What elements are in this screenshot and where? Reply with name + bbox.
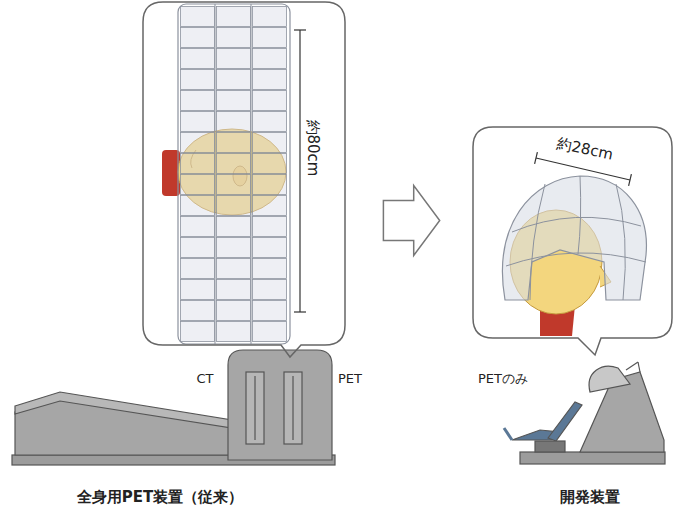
callout-bubble: 約80cm	[143, 2, 345, 345]
dimension-text: 約28cm	[555, 134, 614, 163]
helmet-figure	[503, 176, 647, 336]
caption-label: 全身用PET装置（従来）	[77, 488, 243, 506]
bubble-outline	[473, 127, 676, 368]
part-label: PET	[338, 371, 362, 387]
bubble-shape	[473, 127, 672, 355]
bubble-shape	[143, 2, 345, 357]
callout-bubble: 約28cm	[473, 127, 672, 338]
part-label: PETのみ	[478, 371, 528, 387]
helmet-pet-device	[504, 362, 665, 464]
detector-ring	[178, 4, 290, 344]
pet-ct-scanner	[12, 350, 335, 465]
part-label: CT	[196, 371, 213, 387]
caption-label: 開発装置	[560, 488, 620, 506]
bubble-outline	[143, 2, 349, 375]
dimension-text: 約80cm	[304, 120, 322, 177]
block-arrow	[383, 186, 439, 256]
